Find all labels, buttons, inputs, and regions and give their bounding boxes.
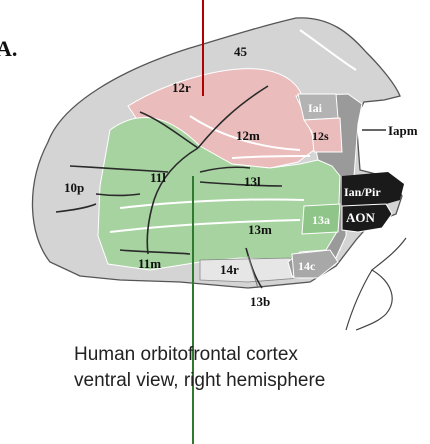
label-iai: Iai (308, 101, 323, 115)
label-12s: 12s (312, 129, 329, 143)
label-13m: 13m (248, 222, 272, 237)
label-14r: 14r (220, 262, 239, 277)
label-ianpir: Ian/Pir (344, 185, 381, 199)
label-14c: 14c (298, 259, 316, 273)
caption-line-2: ventral view, right hemisphere (74, 369, 325, 393)
label-12m: 12m (236, 128, 260, 143)
label-13b: 13b (250, 294, 270, 309)
panel-letter: A. (0, 36, 17, 61)
label-11m: 11m (138, 256, 161, 271)
label-10p: 10p (64, 180, 84, 195)
label-13a: 13a (312, 213, 330, 227)
caption-line-1: Human orbitofrontal cortex (74, 343, 298, 367)
lower-right-outline (346, 238, 406, 330)
label-45: 45 (234, 44, 248, 59)
label-13l: 13l (244, 174, 261, 189)
label-12r: 12r (172, 80, 191, 95)
label-11l: 11l (150, 170, 166, 185)
label-aon: AON (346, 210, 376, 225)
label-iapm: Iapm (388, 123, 418, 138)
